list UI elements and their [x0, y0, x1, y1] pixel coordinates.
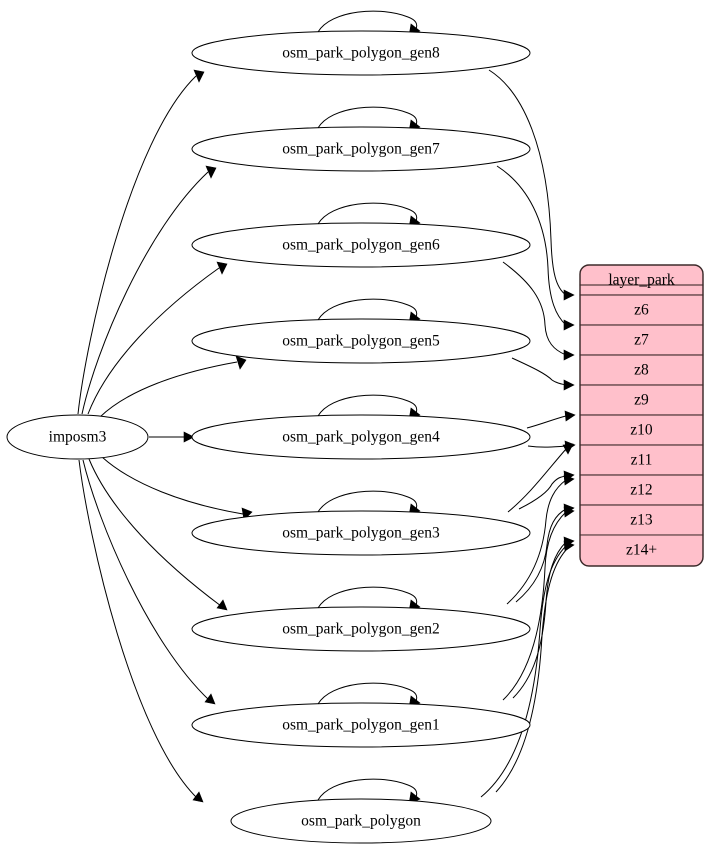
edge-gen3-to-z11: [507, 443, 574, 513]
node-label: osm_park_polygon_gen8: [282, 45, 440, 62]
node-label: osm_park_polygon_gen7: [282, 141, 440, 158]
table-row-label-z12: z12: [630, 482, 652, 499]
edges-to-table-group: [480, 69, 576, 798]
edge-gen5-to-z9: [511, 357, 575, 391]
node-label: osm_park_polygon_gen2: [282, 621, 440, 638]
edge-gen2-to-z13: [515, 503, 575, 603]
node-osm_park_polygon_gen6[interactable]: osm_park_polygon_gen6: [191, 222, 531, 268]
edge-gen8-to-z6: [488, 69, 575, 301]
edge-imposm3-to-gen1: [82, 459, 216, 705]
table-row-label-z14plus: z14+: [626, 542, 657, 559]
edge-gen7-to-z7: [496, 165, 575, 331]
node-label: osm_park_polygon_gen5: [282, 333, 440, 350]
node-osm_park_polygon_gen8[interactable]: osm_park_polygon_gen8: [191, 30, 531, 76]
node-osm_park_polygon_gen1[interactable]: osm_park_polygon_gen1: [191, 702, 531, 748]
table-row-label-z6: z6: [634, 302, 649, 319]
edge-imposm3-to-gen8: [77, 69, 205, 415]
node-osm_park_polygon_gen2[interactable]: osm_park_polygon_gen2: [191, 606, 531, 652]
node-imposm3[interactable]: imposm3: [6, 414, 149, 460]
edge-gen1-to-z13: [502, 506, 575, 701]
edge-gen6-to-z8: [502, 261, 575, 361]
node-label: osm_park_polygon_gen1: [282, 717, 440, 734]
edge-imposm3-to-gen6: [87, 261, 228, 415]
edge-gen4-to-z10: [526, 410, 576, 429]
edge-imposm3-to-gen4: [149, 431, 195, 443]
table-row-label-z10: z10: [630, 422, 653, 439]
node-ellipse[interactable]: [191, 702, 531, 748]
node-ellipse[interactable]: [191, 606, 531, 652]
edge-gen2-to-z12: [506, 474, 575, 605]
node-ellipse[interactable]: [191, 30, 531, 76]
table-row-label-z7: z7: [634, 332, 649, 349]
node-ellipse[interactable]: [6, 414, 149, 460]
node-osm_park_polygon_gen4[interactable]: osm_park_polygon_gen4: [191, 414, 531, 460]
node-label: imposm3: [49, 429, 107, 446]
node-ellipse[interactable]: [191, 510, 531, 556]
node-label: osm_park_polygon_gen4: [282, 429, 440, 446]
edge-imposm3-to-polygon: [78, 459, 204, 803]
node-osm_park_polygon_gen3[interactable]: osm_park_polygon_gen3: [191, 510, 531, 556]
edge-imposm3-to-gen7: [81, 165, 217, 415]
edge-polygon-extra: [495, 549, 567, 793]
table-row-label-z8: z8: [634, 362, 649, 379]
node-label: osm_park_polygon_gen3: [282, 525, 440, 542]
node-ellipse[interactable]: [191, 126, 531, 172]
node-osm_park_polygon_gen7[interactable]: osm_park_polygon_gen7: [191, 126, 531, 172]
table-row-z6[interactable]: [579, 294, 704, 326]
edge-polygon-to-z14: [480, 540, 575, 798]
edge-imposm3-to-gen5: [99, 355, 247, 418]
node-osm_park_polygon[interactable]: osm_park_polygon: [230, 798, 492, 844]
node-ellipse[interactable]: [230, 798, 492, 844]
node-ellipse[interactable]: [191, 414, 531, 460]
node-ellipse[interactable]: [191, 318, 531, 364]
table-row-z7[interactable]: [579, 324, 704, 356]
node-label: osm_park_polygon: [301, 813, 421, 830]
table-row-label-z11: z11: [631, 452, 653, 469]
node-label: osm_park_polygon_gen6: [282, 237, 440, 254]
table-row-label-z13: z13: [630, 512, 653, 529]
node-osm_park_polygon_gen5[interactable]: osm_park_polygon_gen5: [191, 318, 531, 364]
table-row-label-z9: z9: [634, 392, 649, 409]
polygon-nodes-group: osm_park_polygon_gen8 osm_park_polygon_g…: [191, 30, 531, 844]
edges-from-source-group: [77, 69, 253, 803]
table-header-label: layer_park: [608, 272, 675, 289]
edge-imposm3-to-gen2: [88, 458, 228, 611]
node-ellipse[interactable]: [191, 222, 531, 268]
table-node-layer_park[interactable]: layer_park z6 z7 z8 z9 z10 z11 z12: [579, 264, 704, 567]
table-outer-border: [579, 264, 704, 567]
edge-imposm3-to-gen3: [101, 456, 253, 521]
